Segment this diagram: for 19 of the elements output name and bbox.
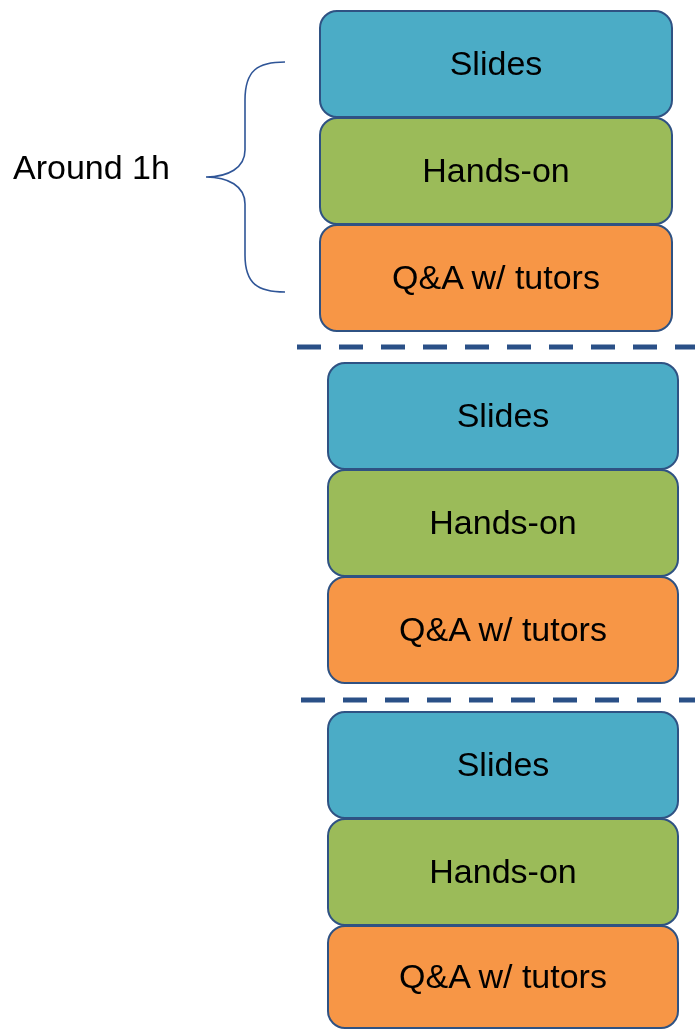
block-label: Q&A w/ tutors xyxy=(392,258,600,298)
activity-block xyxy=(319,10,673,118)
duration-label: Around 1h xyxy=(13,148,170,188)
activity-block xyxy=(327,576,679,684)
block-label: Slides xyxy=(456,396,550,436)
block-label: Q&A w/ tutors xyxy=(399,610,607,650)
activity-block xyxy=(327,818,679,926)
block-label: Hands-on xyxy=(429,852,577,892)
activity-block xyxy=(319,224,673,332)
activity-block xyxy=(327,925,679,1029)
activity-block xyxy=(319,117,673,225)
activity-block xyxy=(327,469,679,577)
activity-block xyxy=(327,711,679,819)
activity-block xyxy=(327,362,679,470)
block-label: Slides xyxy=(456,745,550,785)
block-label: Q&A w/ tutors xyxy=(399,957,607,997)
block-label: Hands-on xyxy=(422,151,570,191)
block-label: Slides xyxy=(449,44,543,84)
block-label: Hands-on xyxy=(429,503,577,543)
